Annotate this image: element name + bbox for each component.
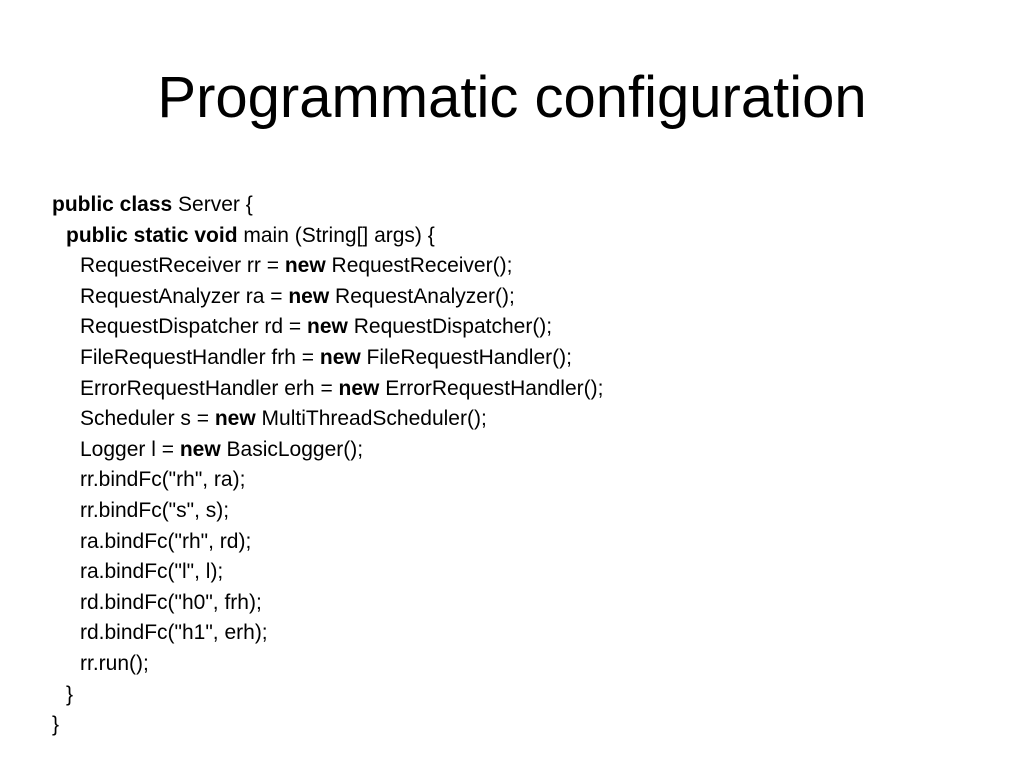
code-text: rd.bindFc("h1", erh); bbox=[80, 621, 268, 645]
code-text: ErrorRequestHandler(); bbox=[379, 376, 604, 400]
code-line: RequestReceiver rr = new RequestReceiver… bbox=[52, 251, 992, 282]
code-text: RequestAnalyzer ra = bbox=[80, 284, 289, 308]
code-line: } bbox=[52, 680, 992, 711]
code-text: rd.bindFc("h0", frh); bbox=[80, 590, 262, 614]
code-text: Scheduler s = bbox=[80, 407, 215, 431]
code-line: RequestDispatcher rd = new RequestDispat… bbox=[52, 312, 992, 343]
slide-title: Programmatic configuration bbox=[157, 65, 867, 130]
code-text: RequestDispatcher rd = bbox=[80, 315, 308, 339]
code-line: Scheduler s = new MultiThreadScheduler()… bbox=[52, 404, 992, 435]
code-text: Server { bbox=[172, 193, 253, 216]
code-line: public static void main (String[] args) … bbox=[52, 221, 992, 252]
code-keyword: new bbox=[179, 437, 221, 461]
code-block: public class Server {public static void … bbox=[52, 190, 992, 741]
code-text: RequestDispatcher(); bbox=[347, 315, 553, 339]
code-text: Logger l = bbox=[80, 437, 180, 461]
code-text: rr.run(); bbox=[80, 651, 149, 675]
code-text: FileRequestHandler frh = bbox=[80, 345, 320, 369]
code-text: BasicLogger(); bbox=[220, 437, 364, 461]
code-text: } bbox=[52, 713, 60, 737]
code-text: ra.bindFc("l", l); bbox=[80, 560, 224, 584]
code-text: main (String[] args) { bbox=[237, 223, 435, 247]
code-text: RequestAnalyzer(); bbox=[329, 284, 515, 308]
code-text: RequestReceiver(); bbox=[325, 254, 513, 278]
code-line: FileRequestHandler frh = new FileRequest… bbox=[52, 343, 992, 374]
code-keyword: new bbox=[319, 345, 361, 369]
code-keyword: public class bbox=[52, 193, 173, 216]
code-line: rr.bindFc("rh", ra); bbox=[52, 465, 992, 496]
code-text: ra.bindFc("rh", rd); bbox=[80, 529, 252, 553]
code-keyword: new bbox=[338, 376, 380, 400]
code-text: RequestReceiver rr = bbox=[80, 254, 285, 278]
code-line: Logger l = new BasicLogger(); bbox=[52, 435, 992, 466]
code-text: MultiThreadScheduler(); bbox=[255, 407, 487, 431]
code-line: ErrorRequestHandler erh = new ErrorReque… bbox=[52, 374, 992, 405]
code-line: ra.bindFc("rh", rd); bbox=[52, 527, 992, 558]
code-line: RequestAnalyzer ra = new RequestAnalyzer… bbox=[52, 282, 992, 313]
code-text: rr.bindFc("s", s); bbox=[80, 498, 230, 522]
code-line: } bbox=[52, 710, 992, 741]
code-line: rr.run(); bbox=[52, 649, 992, 680]
code-line: rd.bindFc("h1", erh); bbox=[52, 618, 992, 649]
code-keyword: public static void bbox=[66, 223, 238, 247]
code-text: ErrorRequestHandler erh = bbox=[80, 376, 339, 400]
code-keyword: new bbox=[307, 315, 348, 339]
code-line: rr.bindFc("s", s); bbox=[52, 496, 992, 527]
code-line: ra.bindFc("l", l); bbox=[52, 557, 992, 588]
code-line: rd.bindFc("h0", frh); bbox=[52, 588, 992, 619]
code-keyword: new bbox=[284, 254, 326, 278]
code-keyword: new bbox=[288, 284, 330, 308]
code-text: rr.bindFc("rh", ra); bbox=[80, 468, 246, 492]
code-text: } bbox=[66, 682, 74, 706]
code-text: FileRequestHandler(); bbox=[360, 345, 572, 369]
code-line: public class Server { bbox=[52, 190, 992, 221]
code-keyword: new bbox=[214, 407, 256, 431]
